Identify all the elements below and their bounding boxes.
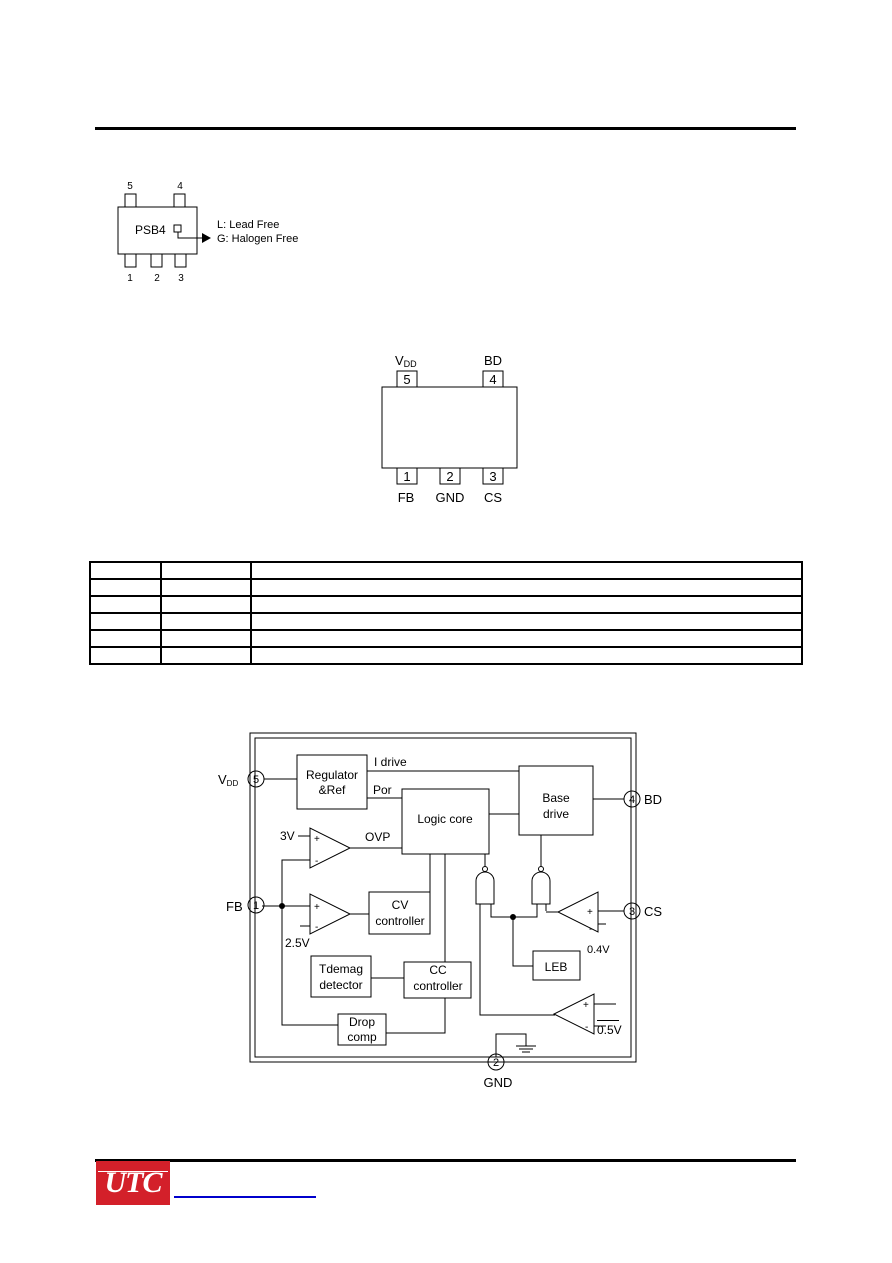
pinout-bd-label: BD [484, 353, 502, 368]
bd-pin-5: 5 [253, 774, 259, 786]
block-drop-1: Drop [349, 1015, 375, 1029]
pinout-vdd-label: VDD [395, 353, 417, 369]
signal-i-drive: I drive [374, 755, 407, 769]
marking-pin-5: 5 [127, 181, 133, 192]
comp4-plus: + [583, 1000, 589, 1011]
block-leb: LEB [545, 960, 568, 974]
bd-vdd-label: VDD [218, 772, 238, 788]
block-diagram: VDD 5 4 BD 1 FB 3 CS 2 GND Regulator &Re… [218, 732, 662, 1090]
pin-configuration: VDD BD 5 4 1 2 3 FB GND CS [381, 353, 518, 505]
table-row [89, 646, 803, 665]
comp2-minus: - [315, 922, 318, 933]
comp1-minus: - [315, 856, 318, 867]
signal-0-5v: 0.5V [597, 1023, 622, 1037]
pinout-num-5: 5 [403, 372, 410, 387]
block-regulator-2: &Ref [319, 783, 346, 797]
table-row [89, 629, 803, 648]
bd-pin-3: 3 [629, 906, 635, 918]
comp1-plus: + [314, 834, 320, 845]
bd-cs-label: CS [644, 904, 662, 919]
pinout-num-1: 1 [403, 469, 410, 484]
block-regulator-1: Regulator [306, 768, 358, 782]
block-base-drive-2: drive [543, 807, 569, 821]
table-row [89, 612, 803, 631]
bd-gnd-label: GND [484, 1075, 513, 1090]
pinout-gnd-label: GND [436, 490, 465, 505]
bd-bd-label: BD [644, 792, 662, 807]
comp3-minus: - [589, 924, 592, 935]
signal-por: Por [373, 783, 392, 797]
block-cc-1: CC [429, 963, 447, 977]
bd-pin-4: 4 [629, 794, 635, 806]
logo-stripe [98, 1171, 168, 1172]
marking-pin-1: 1 [127, 273, 133, 284]
block-tdemag-1: Tdemag [319, 962, 363, 976]
pinout-cs-label: CS [484, 490, 502, 505]
footer-website-link[interactable] [174, 1196, 316, 1198]
bd-pin-1: 1 [253, 900, 259, 912]
table-row [89, 561, 803, 580]
block-tdemag-2: detector [319, 978, 362, 992]
marking-pin-3: 3 [178, 273, 184, 284]
table-row [89, 578, 803, 597]
signal-3v: 3V [280, 829, 295, 843]
legend-lead-free: L: Lead Free [217, 219, 279, 231]
header-rule [95, 127, 796, 130]
comp3-plus: + [587, 907, 593, 918]
block-base-drive-1: Base [542, 791, 570, 805]
signal-0-4v: 0.4V [587, 944, 610, 956]
signal-ovp: OVP [365, 830, 390, 844]
comp4-minus: - [585, 1022, 588, 1033]
marking-code: PSB4 [135, 223, 166, 237]
bd-fb-label: FB [226, 899, 243, 914]
block-drop-2: comp [347, 1030, 377, 1044]
marking-pin-4: 4 [177, 181, 183, 192]
marking-diagram: 5 4 PSB4 L: Lead Free G: Halogen Free 1 … [117, 181, 298, 284]
bd-pin-2: 2 [493, 1057, 499, 1069]
legend-halogen-free: G: Halogen Free [217, 233, 298, 245]
pinout-fb-label: FB [398, 490, 415, 505]
table-row [89, 595, 803, 614]
block-cc-2: controller [413, 979, 462, 993]
utc-logo: UTC [96, 1161, 170, 1205]
pinout-num-4: 4 [489, 372, 496, 387]
block-cv-2: controller [375, 914, 424, 928]
signal-2-5v: 2.5V [285, 936, 310, 950]
pinout-num-2: 2 [446, 469, 453, 484]
block-cv-1: CV [392, 898, 409, 912]
block-logic-core: Logic core [417, 812, 473, 826]
comp2-plus: + [314, 902, 320, 913]
pin-description-table [89, 561, 803, 665]
marking-pin-2: 2 [154, 273, 160, 284]
footer-rule [95, 1159, 796, 1162]
pinout-num-3: 3 [489, 469, 496, 484]
